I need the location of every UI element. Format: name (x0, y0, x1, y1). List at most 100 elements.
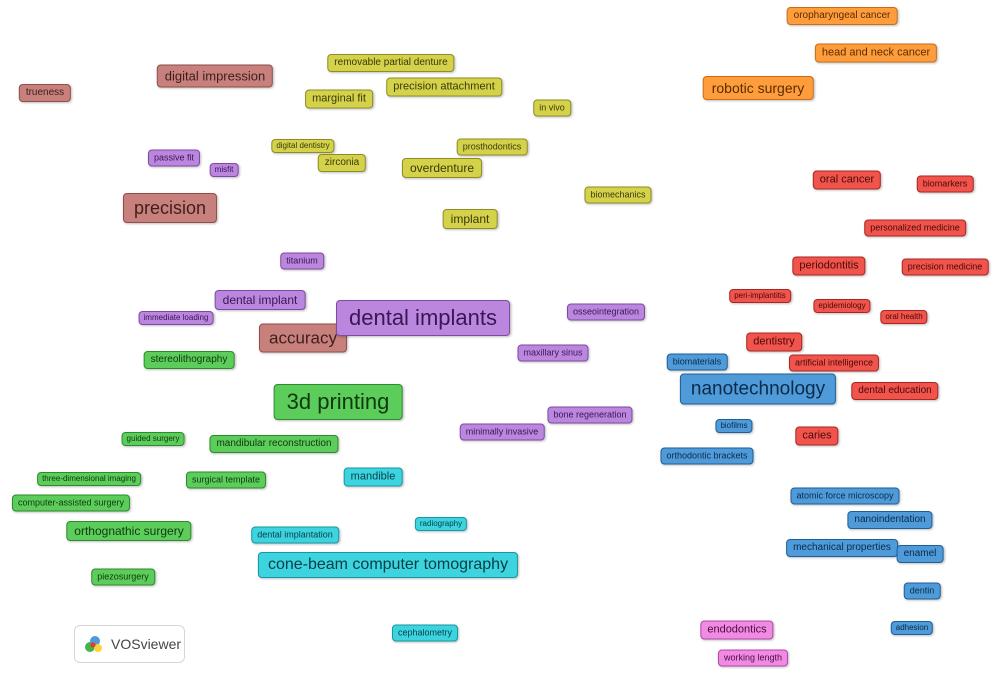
keyword-node[interactable]: biomarkers (916, 175, 974, 193)
keyword-label: oral cancer (819, 173, 875, 186)
keyword-node[interactable]: atomic force microscopy (790, 487, 900, 505)
keyword-node[interactable]: computer-assisted surgery (11, 494, 131, 512)
keyword-node[interactable]: bone regeneration (547, 406, 633, 424)
keyword-label: robotic surgery (711, 80, 805, 96)
keyword-node[interactable]: epidemiology (813, 299, 871, 313)
keyword-node[interactable]: endodontics (700, 620, 774, 640)
keyword-node[interactable]: digital impression (156, 64, 274, 88)
keyword-node[interactable]: precision attachment (386, 77, 502, 97)
keyword-label: overdenture (409, 161, 475, 175)
keyword-node[interactable]: dentistry (746, 332, 802, 352)
keyword-node[interactable]: periodontitis (792, 256, 866, 276)
keyword-node[interactable]: guided surgery (121, 432, 185, 446)
keyword-node[interactable]: overdenture (401, 158, 483, 178)
keyword-label: titanium (286, 255, 318, 266)
keyword-node[interactable]: passive fit (147, 149, 201, 167)
keyword-node[interactable]: osseointegration (566, 303, 646, 321)
keyword-node[interactable]: zirconia (317, 154, 367, 172)
keyword-node[interactable]: mandible (343, 467, 403, 487)
keyword-node[interactable]: surgical template (185, 471, 267, 489)
keyword-node[interactable]: head and neck cancer (814, 43, 938, 63)
keyword-label: endodontics (707, 623, 767, 636)
keyword-node[interactable]: artificial intelligence (788, 354, 880, 372)
keyword-node[interactable]: radiography (414, 517, 468, 531)
keyword-label: accuracy (268, 328, 338, 348)
keyword-node[interactable]: biomechanics (584, 186, 652, 204)
keyword-label: head and neck cancer (821, 46, 931, 59)
keyword-node[interactable]: implant (442, 209, 498, 229)
keyword-node[interactable]: piezosurgery (91, 568, 155, 586)
keyword-node[interactable]: precision medicine (901, 258, 989, 276)
keyword-node[interactable]: stereolithography (143, 351, 235, 369)
keyword-node[interactable]: dental implant (214, 290, 306, 310)
keyword-node[interactable]: biomaterials (666, 353, 728, 371)
keyword-node[interactable]: orthodontic brackets (660, 447, 754, 465)
keyword-label: nanoindentation (854, 514, 926, 525)
keyword-label: surgical template (191, 474, 261, 485)
keyword-node[interactable]: cone-beam computer tomography (257, 552, 519, 578)
keyword-node[interactable]: precision (122, 193, 218, 223)
keyword-node[interactable]: caries (795, 426, 839, 446)
keyword-label: atomic force microscopy (796, 490, 894, 501)
keyword-node[interactable]: dentin (903, 582, 941, 600)
keyword-label: dental implants (349, 305, 497, 330)
keyword-label: oropharyngeal cancer (793, 10, 891, 21)
keyword-node[interactable]: biofilms (715, 419, 753, 433)
keyword-label: misfit (214, 165, 234, 174)
keyword-node[interactable]: prosthodontics (456, 138, 528, 156)
keyword-label: mechanical properties (793, 542, 891, 553)
keyword-label: precision attachment (393, 80, 495, 93)
keyword-label: cone-beam computer tomography (267, 556, 509, 573)
keyword-node[interactable]: trueness (18, 84, 72, 102)
keyword-node[interactable]: maxillary sinus (517, 344, 589, 362)
keyword-node[interactable]: enamel (896, 545, 944, 563)
keyword-label: mandible (350, 470, 396, 483)
keyword-label: marginal fit (312, 92, 366, 105)
keyword-node[interactable]: dental education (851, 382, 939, 400)
keyword-label: dentin (909, 585, 935, 596)
keyword-node[interactable]: peri-implantitis (729, 289, 791, 303)
vosviewer-logo: VOSviewer (74, 625, 185, 663)
keyword-label: precision (133, 198, 207, 218)
keyword-label: dental education (858, 385, 932, 396)
keyword-node[interactable]: nanoindentation (847, 511, 933, 529)
keyword-node[interactable]: dental implants (336, 300, 510, 336)
keyword-node[interactable]: mechanical properties (786, 539, 898, 557)
keyword-label: oral health (885, 312, 923, 321)
keyword-node[interactable]: minimally invasive (459, 423, 545, 441)
keyword-label: mandibular reconstruction (216, 438, 332, 449)
keyword-label: artificial intelligence (794, 357, 874, 368)
keyword-node[interactable]: three-dimensional imaging (37, 472, 141, 486)
keyword-label: epidemiology (818, 301, 866, 310)
keyword-node[interactable]: dental implantation (251, 526, 339, 544)
keyword-node[interactable]: misfit (209, 163, 239, 177)
keyword-label: caries (802, 429, 832, 442)
keyword-node[interactable]: personalized medicine (864, 219, 966, 237)
keyword-node[interactable]: titanium (280, 252, 324, 270)
keyword-label: 3d printing (286, 389, 390, 414)
keyword-node[interactable]: mandibular reconstruction (209, 435, 339, 453)
keyword-node[interactable]: oral cancer (812, 170, 882, 190)
keyword-node[interactable]: adhesion (890, 621, 934, 635)
keyword-label: enamel (903, 548, 937, 559)
keyword-node[interactable]: 3d printing (273, 384, 403, 420)
keyword-node[interactable]: nanotechnology (679, 373, 837, 405)
keyword-label: peri-implantitis (734, 291, 786, 300)
keyword-node[interactable]: in vivo (533, 99, 571, 117)
keyword-label: dental implantation (257, 529, 333, 540)
keyword-node[interactable]: oral health (880, 310, 928, 324)
keyword-node[interactable]: removable partial denture (327, 54, 455, 72)
keyword-node[interactable]: marginal fit (305, 89, 373, 109)
keyword-node[interactable]: cephalometry (391, 624, 459, 642)
keyword-node[interactable]: working length (717, 649, 789, 667)
keyword-label: orthognathic surgery (74, 524, 184, 538)
keyword-node[interactable]: immediate loading (138, 311, 214, 325)
keyword-node[interactable]: accuracy (258, 323, 348, 353)
keyword-node[interactable]: robotic surgery (702, 76, 814, 100)
keyword-node[interactable]: orthognathic surgery (66, 521, 192, 541)
keyword-node[interactable]: oropharyngeal cancer (786, 7, 898, 25)
keyword-label: radiography (419, 519, 463, 528)
keyword-node[interactable]: digital dentistry (271, 139, 335, 153)
keyword-label: passive fit (153, 152, 195, 163)
keyword-label: osseointegration (572, 306, 640, 317)
